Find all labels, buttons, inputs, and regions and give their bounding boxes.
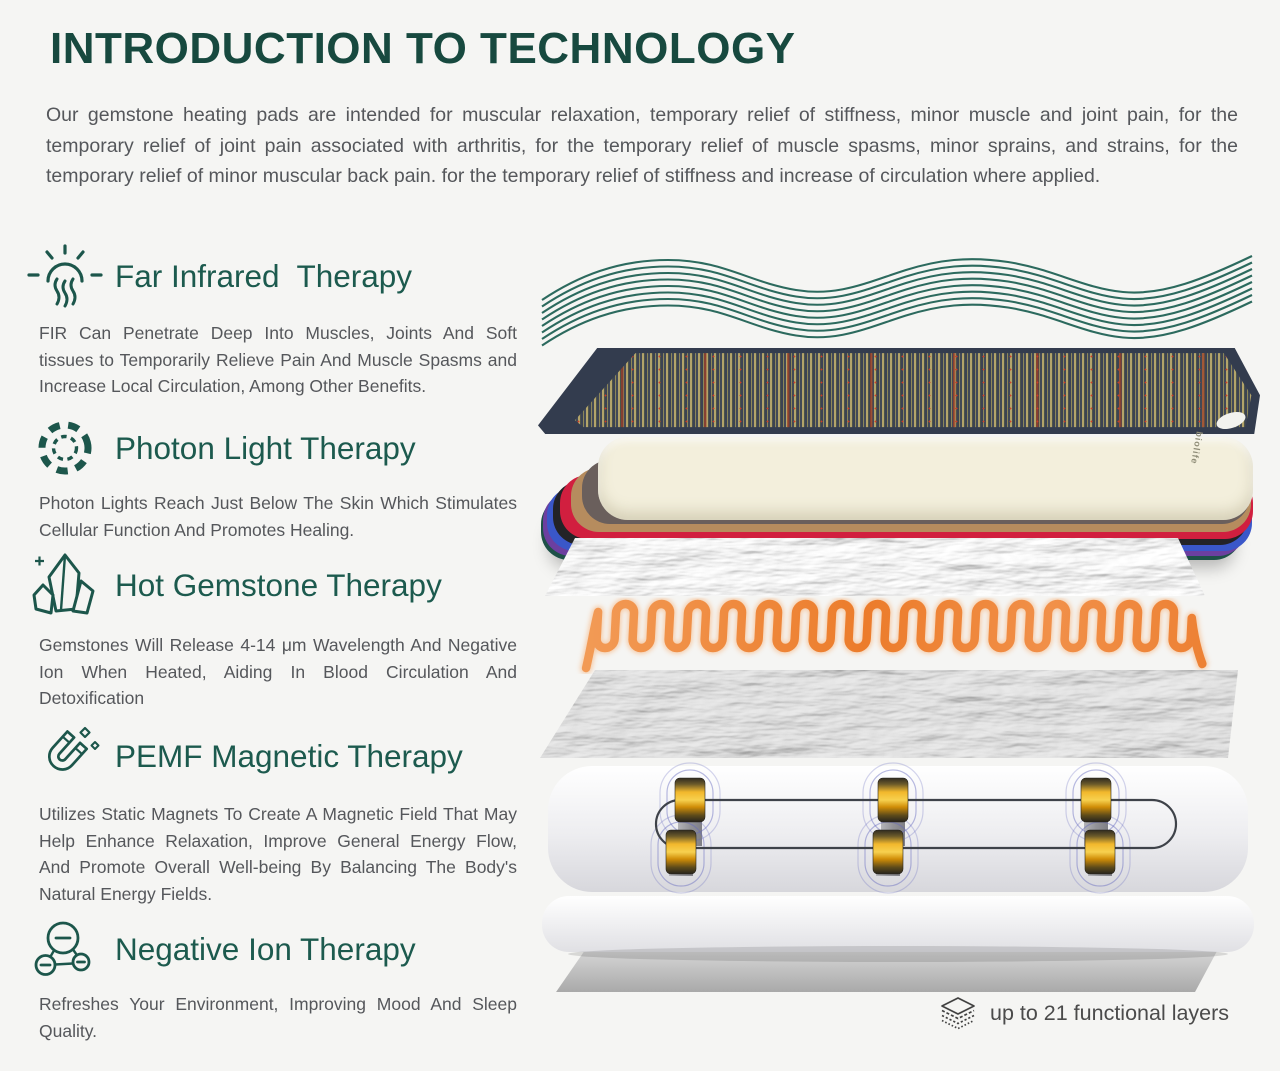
photon-light-icon — [25, 417, 105, 479]
section-title: Far Infrared Therapy — [115, 257, 413, 294]
section-header: Negative Ion Therapy — [25, 918, 535, 980]
section-description: Gemstones Will Release 4-14 μm Wavelengt… — [39, 635, 517, 708]
section-far-infrared: Far Infrared Therapy FIR Can Penetrate D… — [25, 243, 535, 400]
fir-waves-graphic — [541, 255, 1253, 347]
section-description: Photon Lights Reach Just Below The Skin … — [39, 493, 517, 540]
section-title: PEMF Magnetic Therapy — [115, 737, 463, 774]
hot-gemstone-icon — [25, 549, 105, 621]
foil-layer-lower — [540, 670, 1238, 758]
far-infrared-icon — [25, 243, 105, 309]
section-title: Hot Gemstone Therapy — [115, 566, 442, 603]
section-header: Hot Gemstone Therapy — [25, 549, 535, 621]
foil-layer-upper — [545, 538, 1205, 596]
magnet-layer-graphic — [542, 762, 1254, 962]
layers-caption-text: up to 21 functional layers — [990, 1000, 1230, 1025]
page-title: INTRODUCTION TO TECHNOLOGY — [50, 24, 796, 73]
mat-weave-texture — [574, 353, 1252, 428]
section-header: Far Infrared Therapy — [25, 243, 535, 309]
section-description: Refreshes Your Environment, Improving Mo… — [39, 994, 517, 1041]
section-hot-gemstone: Hot Gemstone Therapy Gemstones Will Rele… — [25, 549, 535, 712]
section-description: FIR Can Penetrate Deep Into Muscles, Joi… — [39, 323, 517, 396]
section-description: Utilizes Static Magnets To Create A Magn… — [39, 804, 517, 904]
section-title: Photon Light Therapy — [115, 429, 416, 466]
section-negative-ion: Negative Ion Therapy Refreshes Your Envi… — [25, 918, 535, 1044]
base-foam-layer — [556, 945, 1221, 992]
intro-paragraph: Our gemstone heating pads are intended f… — [46, 104, 1238, 187]
section-header: PEMF Magnetic Therapy — [25, 722, 535, 790]
pemf-magnet-icon — [25, 722, 105, 790]
section-header: Photon Light Therapy — [25, 417, 535, 479]
stacked-layers-icon — [941, 997, 975, 1030]
section-title: Negative Ion Therapy — [115, 930, 416, 967]
section-photon-light: Photon Light Therapy Photon Lights Reach… — [25, 417, 535, 543]
heating-coil-graphic — [580, 598, 1209, 674]
layers-illustration: biolife — [538, 246, 1260, 1056]
section-pemf-magnetic: PEMF Magnetic Therapy Utilizes Static Ma… — [25, 722, 535, 907]
layers-caption: up to 21 functional layers — [940, 996, 1229, 1030]
cream-fabric-layer — [598, 437, 1253, 520]
negative-ion-icon — [25, 918, 105, 980]
gemstone-mat-layer — [538, 348, 1260, 434]
